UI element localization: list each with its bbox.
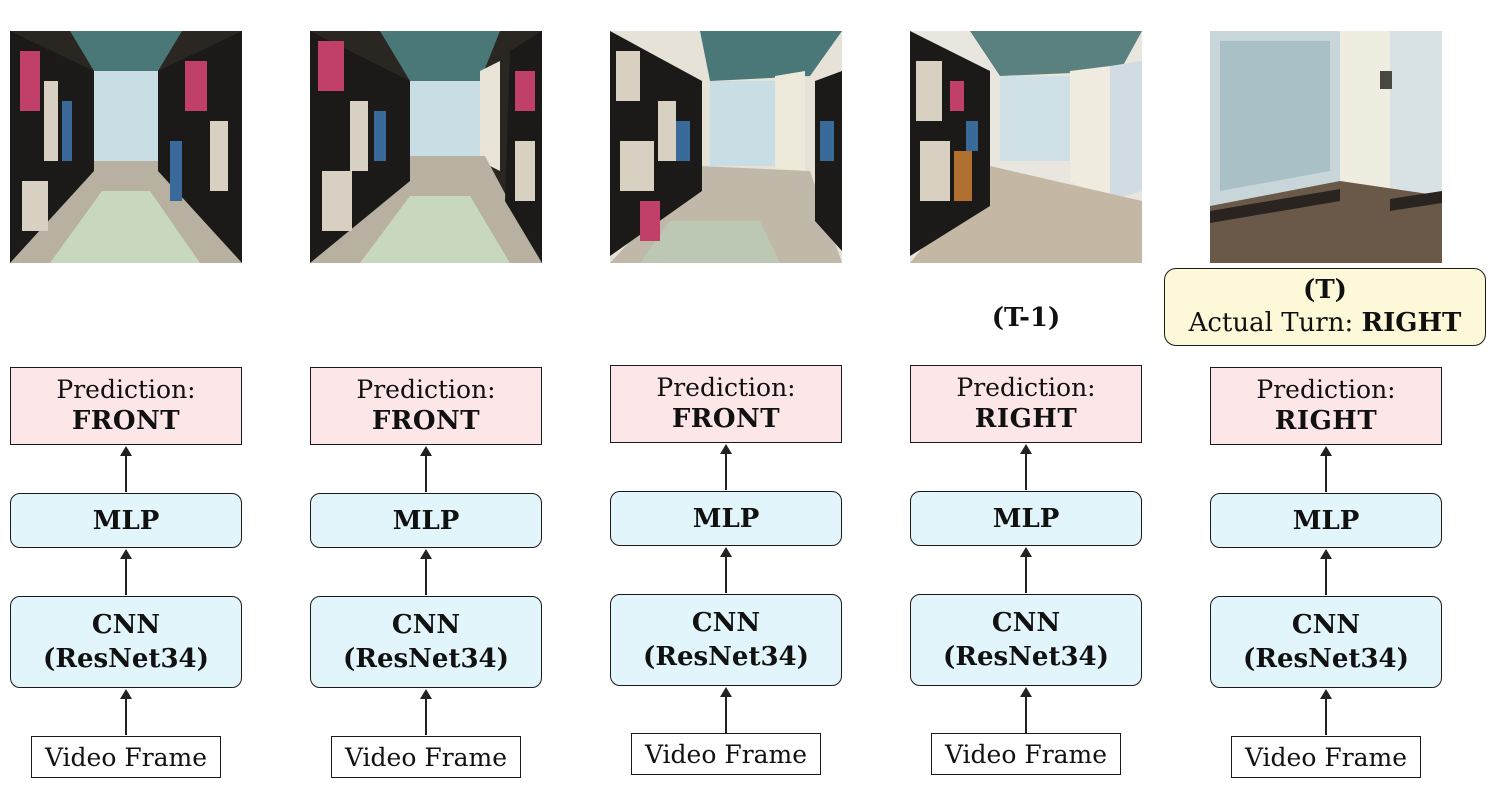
arrow-up bbox=[1020, 444, 1032, 490]
prediction-label: Prediction: bbox=[356, 375, 496, 404]
arrow-up bbox=[120, 549, 132, 595]
video-frame-box: Video Frame bbox=[331, 736, 521, 778]
frame-column-5: (T) Actual Turn: RIGHT Prediction: RIGHT… bbox=[1164, 0, 1486, 790]
video-frame-box: Video Frame bbox=[1231, 736, 1421, 778]
library-corridor-image bbox=[10, 31, 242, 263]
arrow-up bbox=[120, 446, 132, 492]
prediction-box: Prediction: FRONT bbox=[310, 367, 542, 445]
mlp-box: MLP bbox=[310, 493, 542, 548]
cnn-box: CNN (ResNet34) bbox=[310, 596, 542, 688]
cnn-box: CNN (ResNet34) bbox=[610, 594, 842, 686]
library-corridor-image bbox=[910, 31, 1142, 263]
prediction-box: Prediction: FRONT bbox=[10, 367, 242, 445]
arrow-up bbox=[1020, 687, 1032, 733]
frame-column-3: Prediction: FRONT MLP CNN (ResNet34) Vid… bbox=[610, 0, 842, 790]
arrow-up bbox=[420, 689, 432, 735]
cnn-backbone: (ResNet34) bbox=[343, 644, 509, 674]
actual-turn-value: RIGHT bbox=[1361, 308, 1462, 338]
cnn-label: CNN bbox=[691, 608, 761, 638]
frame-column-1: Prediction: FRONT MLP CNN (ResNet34) Vid… bbox=[10, 0, 242, 790]
cnn-label: CNN bbox=[991, 608, 1061, 638]
arrow-up bbox=[720, 444, 732, 490]
arrow-up bbox=[420, 549, 432, 595]
video-frame-box: Video Frame bbox=[31, 736, 221, 778]
arrow-up bbox=[720, 687, 732, 733]
prediction-value: FRONT bbox=[71, 406, 181, 436]
cnn-backbone: (ResNet34) bbox=[943, 642, 1109, 672]
cnn-box: CNN (ResNet34) bbox=[910, 594, 1142, 686]
frame-column-2: Prediction: FRONT MLP CNN (ResNet34) Vid… bbox=[310, 0, 542, 790]
library-corridor-image bbox=[610, 31, 842, 263]
cnn-label: CNN bbox=[391, 610, 461, 640]
prediction-box: Prediction: FRONT bbox=[610, 365, 842, 443]
arrow-up bbox=[1320, 689, 1332, 735]
mlp-box: MLP bbox=[10, 493, 242, 548]
cnn-label: CNN bbox=[91, 610, 161, 640]
prediction-value: RIGHT bbox=[974, 404, 1078, 434]
cnn-label: CNN bbox=[1291, 610, 1361, 640]
mlp-box: MLP bbox=[610, 491, 842, 546]
actual-turn-label: Actual Turn: bbox=[1188, 308, 1354, 338]
arrow-up bbox=[1320, 549, 1332, 595]
video-frame-box: Video Frame bbox=[631, 733, 821, 775]
library-corridor-image bbox=[310, 31, 542, 263]
prediction-box: Prediction: RIGHT bbox=[1210, 367, 1442, 445]
video-frame-box: Video Frame bbox=[931, 733, 1121, 775]
prediction-value: RIGHT bbox=[1274, 406, 1378, 436]
prediction-value: FRONT bbox=[671, 404, 781, 434]
cnn-backbone: (ResNet34) bbox=[43, 644, 209, 674]
cnn-box: CNN (ResNet34) bbox=[1210, 596, 1442, 688]
arrow-up bbox=[1020, 547, 1032, 593]
frame-column-4: (T-1) Prediction: RIGHT MLP CNN (ResNet3… bbox=[910, 0, 1142, 790]
cnn-box: CNN (ResNet34) bbox=[10, 596, 242, 688]
prediction-label: Prediction: bbox=[1256, 375, 1396, 404]
actual-turn-line: Actual Turn: RIGHT bbox=[1189, 307, 1462, 340]
arrow-up bbox=[420, 446, 432, 492]
cnn-backbone: (ResNet34) bbox=[643, 642, 809, 672]
time-label: (T-1) bbox=[991, 303, 1061, 333]
prediction-label: Prediction: bbox=[56, 375, 196, 404]
mlp-box: MLP bbox=[910, 491, 1142, 546]
prediction-label: Prediction: bbox=[956, 373, 1096, 402]
arrow-up bbox=[1320, 446, 1332, 492]
mlp-box: MLP bbox=[1210, 493, 1442, 548]
time-label: (T) bbox=[1303, 275, 1347, 305]
prediction-box: Prediction: RIGHT bbox=[910, 365, 1142, 443]
cnn-backbone: (ResNet34) bbox=[1243, 644, 1409, 674]
library-corridor-image bbox=[1210, 31, 1442, 263]
arrow-up bbox=[120, 689, 132, 735]
actual-turn-box: (T) Actual Turn: RIGHT bbox=[1164, 268, 1486, 346]
prediction-value: FRONT bbox=[371, 406, 481, 436]
arrow-up bbox=[720, 547, 732, 593]
prediction-label: Prediction: bbox=[656, 373, 796, 402]
